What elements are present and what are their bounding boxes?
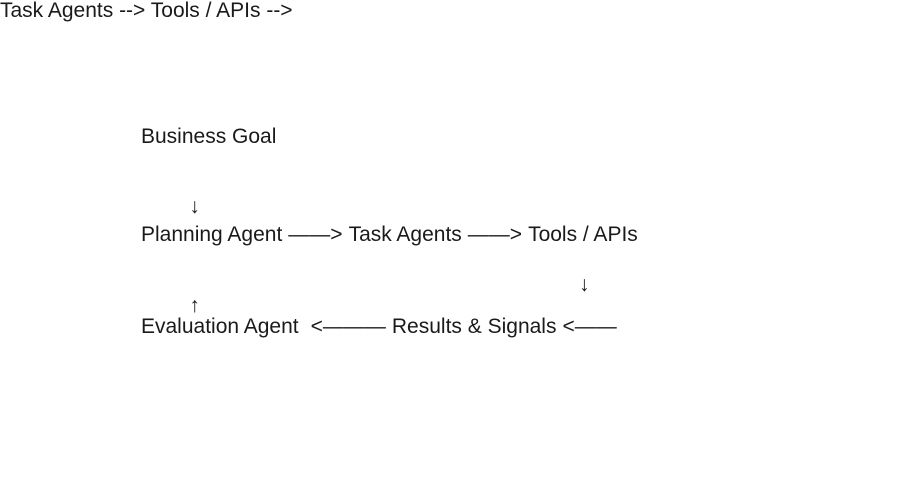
- left-arrow-results-to-evaluation: <———: [310, 315, 386, 338]
- node-results-signals: Results & Signals: [391, 315, 557, 338]
- node-task-agents: Task Agents: [348, 223, 462, 246]
- feedback-row: Evaluation Agent <——— Results & Signals …: [141, 316, 617, 337]
- node-evaluation-agent: Evaluation Agent: [141, 315, 299, 338]
- node-tools-apis: Tools / APIs: [528, 223, 638, 246]
- right-arrow-task-to-tools: ——>: [467, 223, 523, 246]
- arrow-row-goal-to-planning: ↓: [166, 175, 200, 238]
- feedback-arrows-row: ↑ ↓: [166, 274, 589, 358]
- up-arrow-icon: ↑: [189, 294, 200, 317]
- node-business-goal: Business Goal: [141, 125, 277, 148]
- down-arrow-icon: ↓: [579, 273, 590, 296]
- node-planning-agent: Planning Agent: [141, 223, 283, 246]
- down-arrow-icon: ↓: [189, 195, 200, 218]
- left-arrow-into-results: <——: [562, 315, 617, 338]
- flow-row: Planning Agent ——> Task Agents ——> Tools…: [141, 224, 638, 245]
- right-arrow-planning-to-task: ——>: [288, 223, 343, 246]
